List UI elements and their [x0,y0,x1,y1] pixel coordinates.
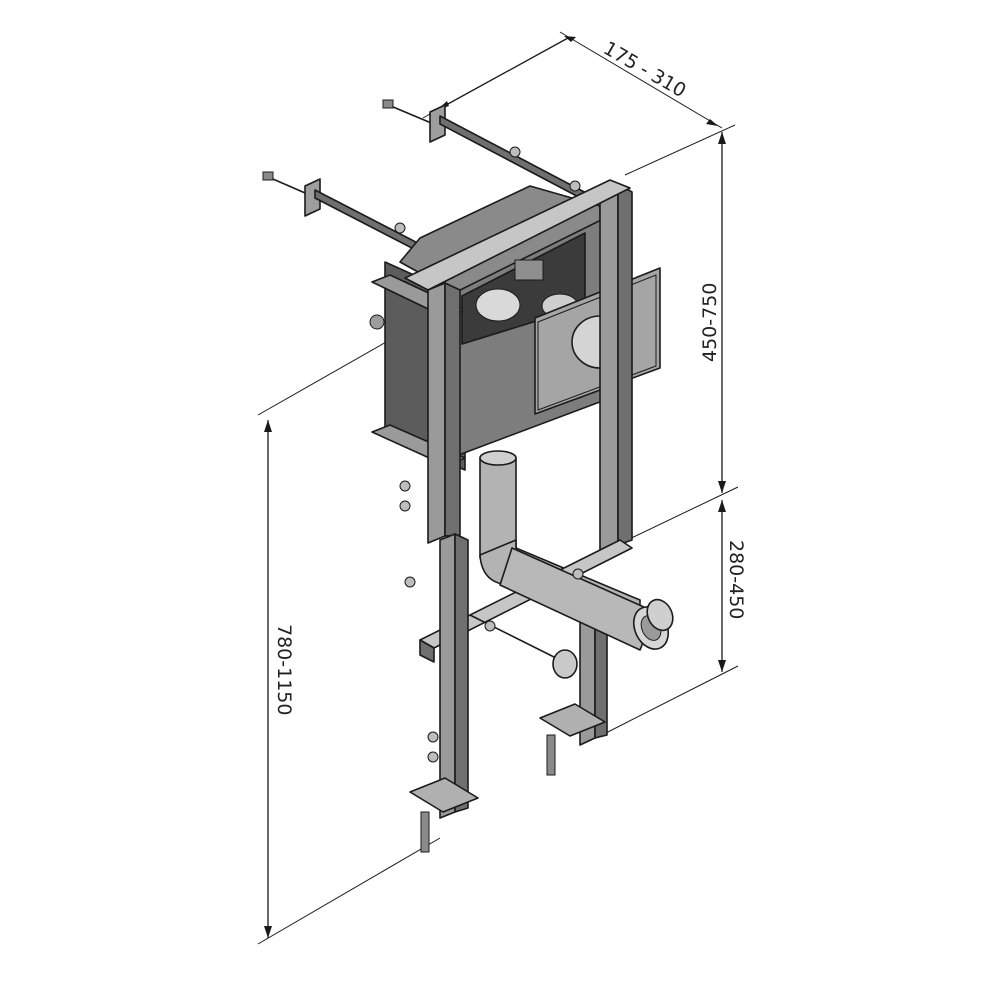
pan-fixing-studs [469,568,584,679]
total-height-label: 780-1150 [273,624,295,715]
cistern-height-label: 450-750 [699,283,721,362]
dimension-lines [257,31,739,945]
outlet-pipe [499,547,674,651]
depth-dimension-line [436,37,569,111]
depth-label: 175 - 310 [600,37,690,102]
outlet-height-label: 280-450 [725,540,747,619]
frame-upper [404,179,633,554]
